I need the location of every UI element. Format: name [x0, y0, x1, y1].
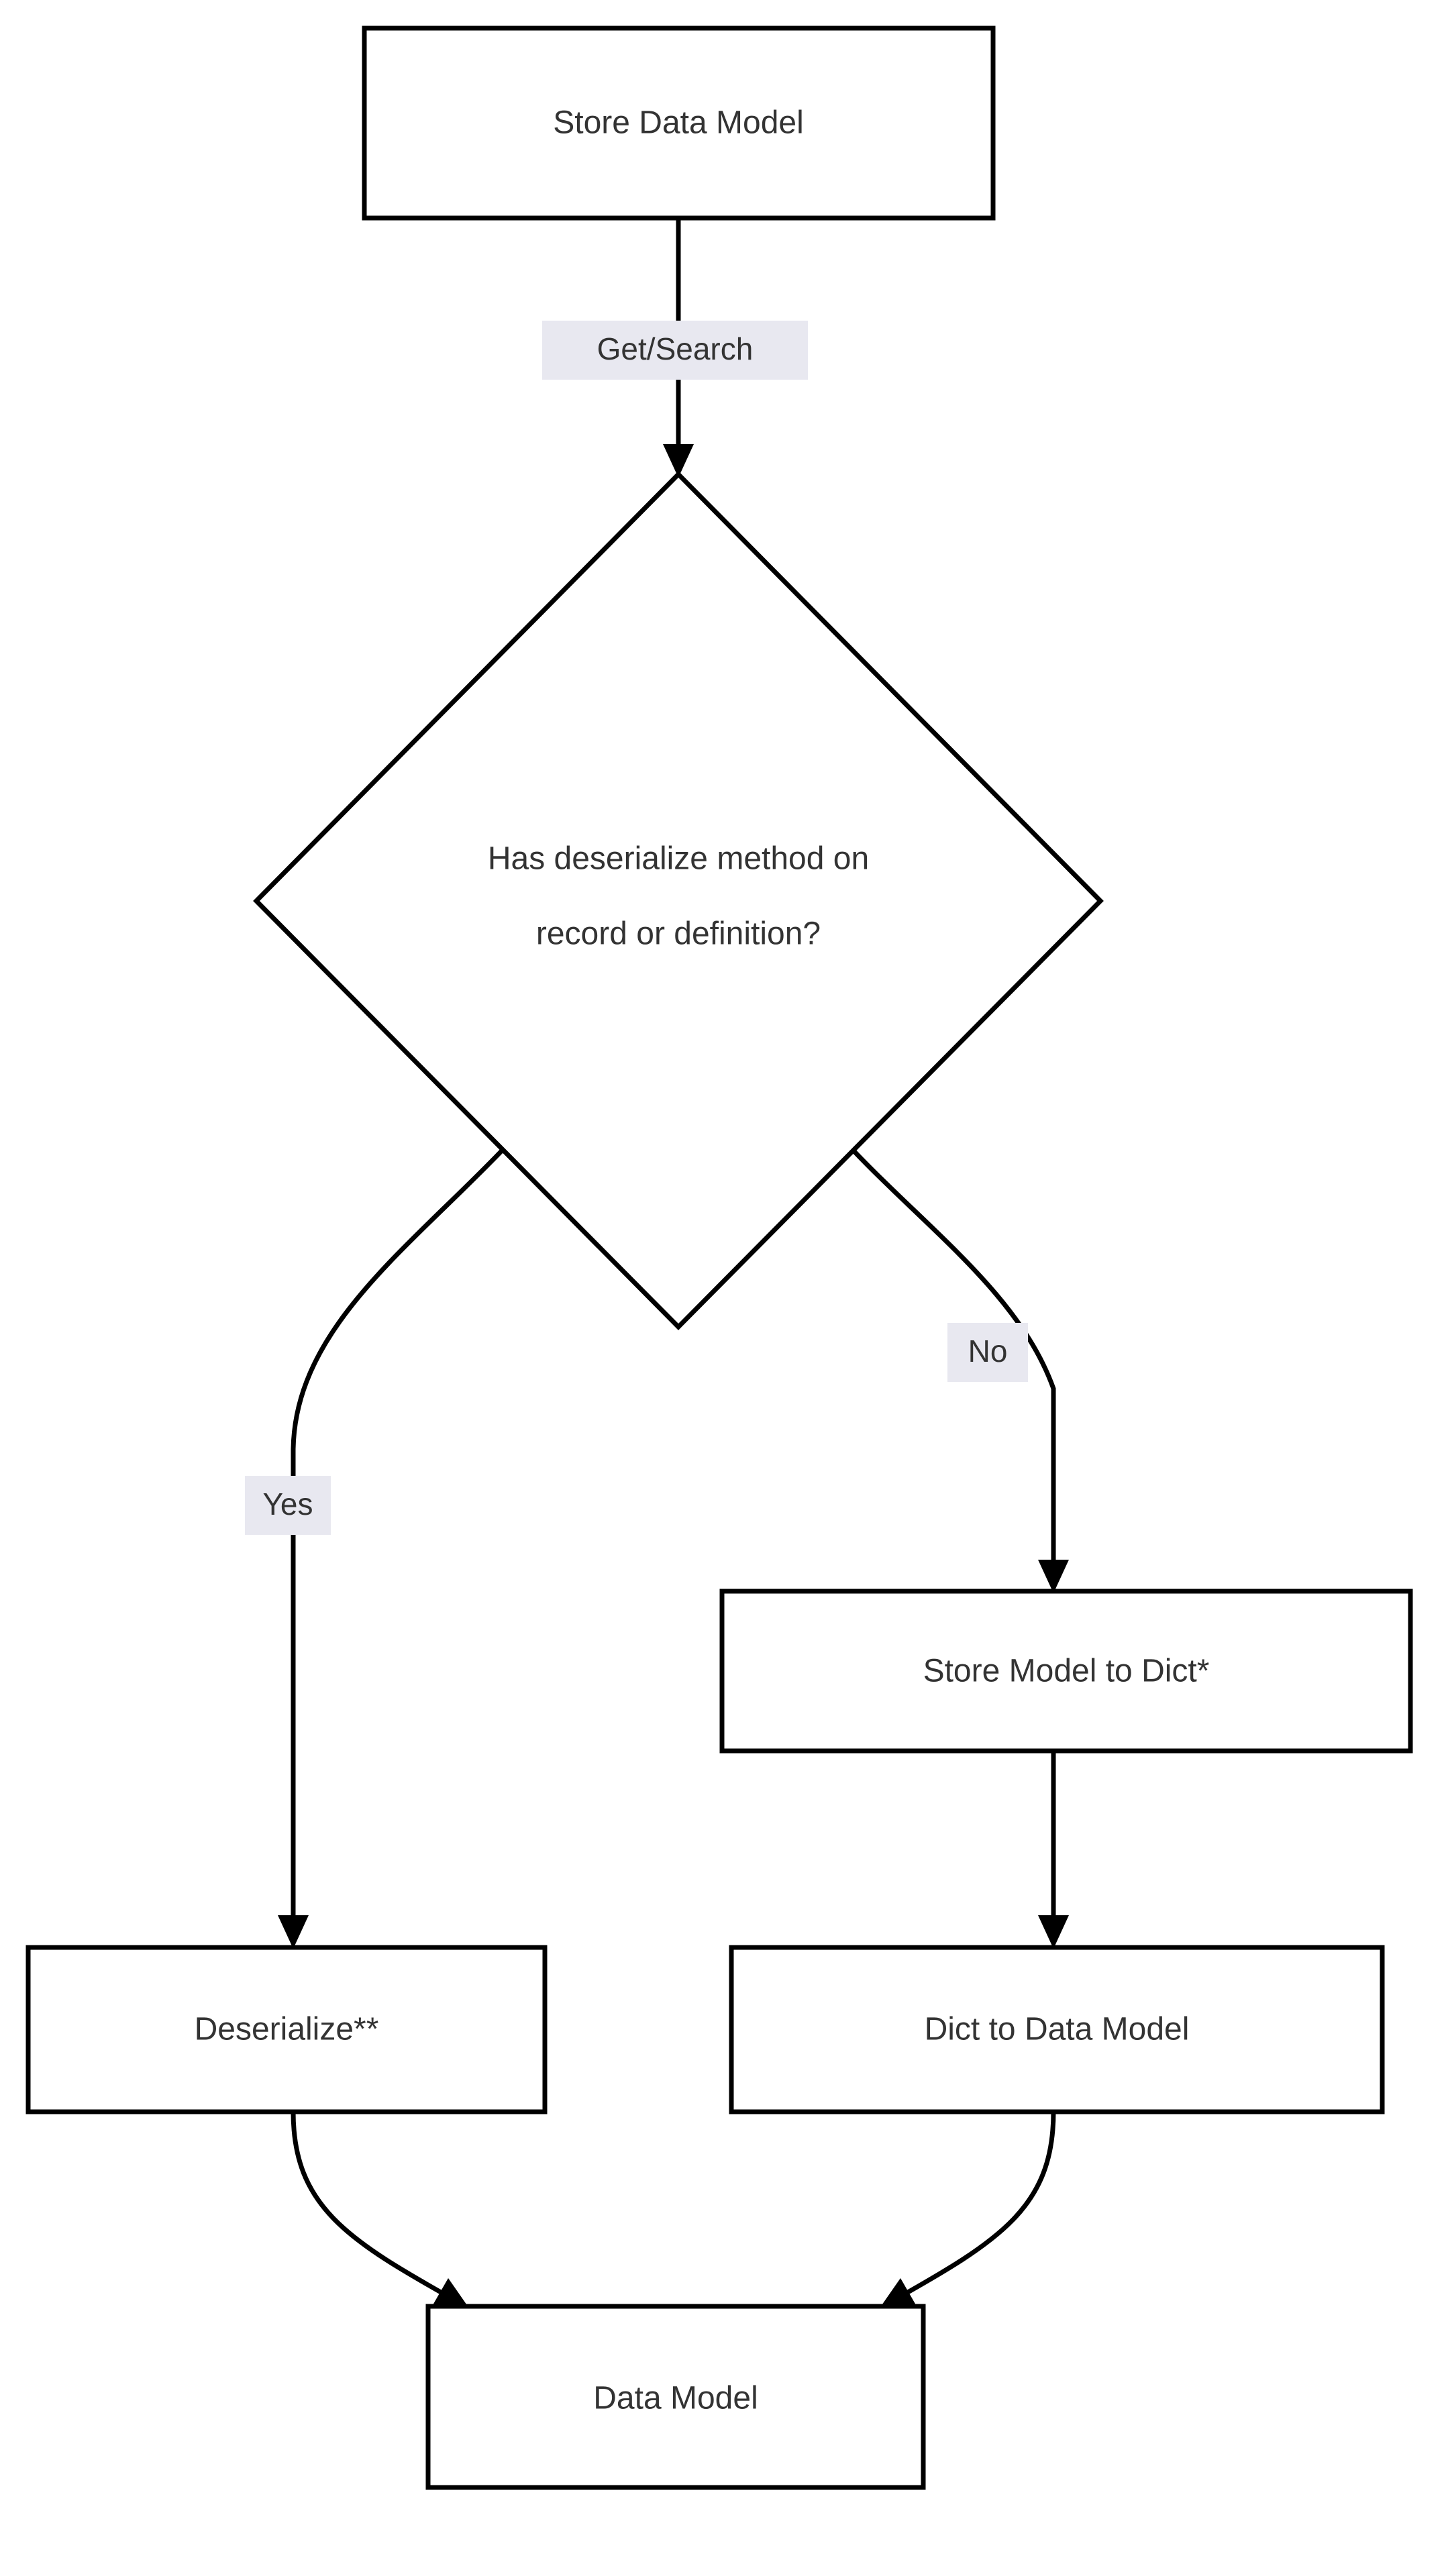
- edge-line: [891, 2111, 1056, 2304]
- edge-label-get-search: Get/Search: [542, 321, 808, 380]
- node-has-deserialize-method-shape[interactable]: [253, 471, 1104, 1330]
- node-store-model-to-dict[interactable]: Store Model to Dict*: [719, 1589, 1413, 1754]
- arrow-head-icon: [433, 2278, 470, 2309]
- arrow-head-icon: [278, 1915, 309, 1949]
- edge-decision-to-deserialize: [278, 1146, 507, 1949]
- node-has-deserialize-method[interactable]: Has deserialize method on record or defi…: [253, 471, 1104, 1330]
- node-store-data-model-shape[interactable]: [362, 25, 996, 221]
- node-dict-to-data-model[interactable]: Dict to Data Model: [729, 1945, 1385, 2114]
- edge-dict-to-data-model-to-data-model: [879, 2111, 1056, 2309]
- node-data-model[interactable]: Data Model: [425, 2304, 926, 2490]
- arrow-head-icon: [1038, 1560, 1069, 1593]
- edge-label-yes: Yes: [245, 1476, 331, 1535]
- edge-label-background: [947, 1323, 1028, 1382]
- edge-label-yes-text: Yes: [262, 1487, 313, 1521]
- node-store-data-model[interactable]: Store Data Model: [362, 25, 996, 221]
- arrow-head-icon: [663, 444, 694, 478]
- node-dict-to-data-model-label: Dict to Data Model: [925, 2012, 1190, 2047]
- edge-decision-to-store-model-to-dict: [849, 1146, 1069, 1593]
- node-store-data-model-label: Store Data Model: [553, 105, 804, 141]
- node-data-model-label: Data Model: [593, 2381, 758, 2416]
- edge-store-model-to-dict-to-dict-to-data-model: [1038, 1751, 1069, 1949]
- edge-label-no: No: [947, 1323, 1028, 1382]
- edge-label-background: [542, 321, 808, 380]
- edge-line: [291, 1146, 507, 1932]
- edge-label-background: [245, 1476, 331, 1535]
- edge-deserialize-to-data-model: [291, 2111, 470, 2309]
- node-deserialize-label: Deserialize**: [195, 2012, 379, 2047]
- node-dict-to-data-model-shape[interactable]: [729, 1945, 1385, 2114]
- node-data-model-shape[interactable]: [425, 2304, 926, 2490]
- node-has-deserialize-method-label-line2: record or definition?: [536, 916, 821, 952]
- arrow-head-icon: [879, 2278, 916, 2309]
- edge-label-get-search-text: Get/Search: [597, 331, 754, 366]
- node-store-model-to-dict-label: Store Model to Dict*: [923, 1654, 1210, 1689]
- edge-line: [291, 2111, 458, 2304]
- node-deserialize[interactable]: Deserialize**: [25, 1945, 548, 2114]
- edge-label-no-text: No: [968, 1334, 1008, 1368]
- edge-line: [849, 1146, 1056, 1578]
- node-deserialize-shape[interactable]: [25, 1945, 548, 2114]
- node-has-deserialize-method-label-line1: Has deserialize method on: [488, 841, 869, 877]
- node-store-model-to-dict-shape[interactable]: [719, 1589, 1413, 1754]
- arrow-head-icon: [1038, 1915, 1069, 1949]
